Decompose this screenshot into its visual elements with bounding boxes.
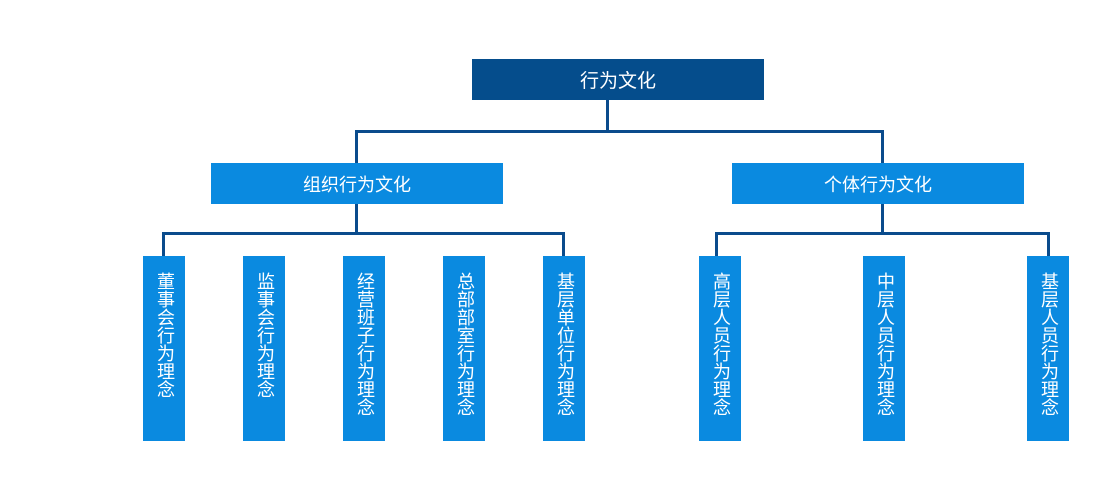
leaf-node-grassroots-unit: 基层单位行为理念: [543, 256, 585, 441]
leaf-label: 中层人员行为理念: [874, 272, 895, 416]
connector-root-down: [606, 100, 609, 132]
root-label: 行为文化: [579, 70, 656, 92]
leaf-node-supervisory-board: 监事会行为理念: [243, 256, 285, 441]
connector-branch2-horizontal: [715, 232, 1050, 235]
connector-leaf1-up: [162, 232, 165, 256]
connector-leaf8-up: [1047, 232, 1050, 256]
leaf-label: 基层单位行为理念: [554, 272, 575, 416]
connector-level1-horizontal: [355, 130, 884, 133]
connector-branch1-horizontal: [162, 232, 565, 235]
connector-leaf5-up: [562, 232, 565, 256]
branch-label: 组织行为文化: [303, 174, 411, 196]
leaf-label: 经营班子行为理念: [354, 272, 375, 416]
leaf-node-headquarters: 总部部室行为理念: [443, 256, 485, 441]
branch-node-individual: 个体行为文化: [732, 163, 1024, 204]
connector-branch2-down: [881, 204, 884, 234]
leaf-node-senior-staff: 高层人员行为理念: [699, 256, 741, 441]
connector-branch2-up: [881, 130, 884, 163]
connector-leaf6-up: [715, 232, 718, 256]
root-node: 行为文化: [472, 59, 764, 100]
leaf-node-board: 董事会行为理念: [143, 256, 185, 441]
connector-branch1-down: [355, 204, 358, 234]
leaf-label: 高层人员行为理念: [710, 272, 731, 416]
leaf-node-middle-staff: 中层人员行为理念: [863, 256, 905, 441]
branch-node-organization: 组织行为文化: [211, 163, 503, 204]
leaf-label: 监事会行为理念: [254, 272, 275, 398]
leaf-label: 基层人员行为理念: [1038, 272, 1059, 416]
leaf-node-grassroots-staff: 基层人员行为理念: [1027, 256, 1069, 441]
branch-label: 个体行为文化: [824, 174, 932, 196]
leaf-label: 总部部室行为理念: [454, 272, 475, 416]
leaf-label: 董事会行为理念: [154, 272, 175, 398]
leaf-node-management-team: 经营班子行为理念: [343, 256, 385, 441]
connector-branch1-up: [355, 130, 358, 163]
